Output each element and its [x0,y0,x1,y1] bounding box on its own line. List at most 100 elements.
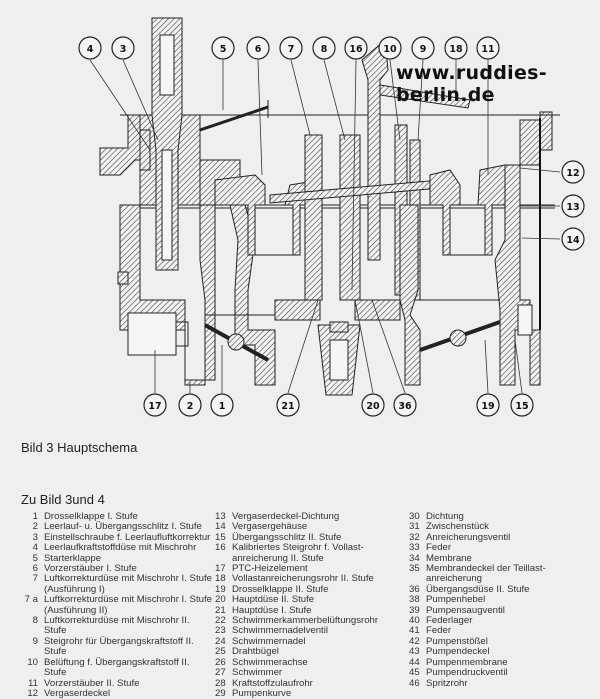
venturi-stage-1 [214,174,321,256]
legend-item-text: Drosselklappe II. Stufe [232,583,329,595]
legend-item-number: 40 [409,615,420,627]
legend-item-number: 2 [32,521,38,533]
callout-13: 13 [561,194,585,218]
legend-item: 43 Pumpendeckel [409,646,599,658]
svg-text:13: 13 [566,202,579,213]
callouts-right: 12 13 14 [561,160,585,251]
carburetor-body-right [399,118,541,386]
legend-item-text: Feder [426,625,452,637]
legend-item-text: Pumpenhebel [426,594,486,606]
callout-14: 14 [561,227,585,251]
legend-item-text: Membrane [426,552,472,564]
legend-item-text: Starterklappe [44,552,102,564]
callouts-bottom: 17 2 1 21 20 36 19 15 [143,393,534,417]
legend-item-number: 35 [409,563,420,575]
legend-item-number: 33 [409,542,420,554]
legend-item-text: Luftkorrekturdüse mit Mischrohr II. Stuf… [44,615,190,637]
legend-item: 22 Schwimmerkammerbelüftungsrohr [215,615,405,627]
legend-item-number: 5 [32,552,38,564]
legend-item-number: 22 [215,615,226,627]
throttle-valve-stage-1 [204,314,275,362]
legend-item-text: Zwischenstück [426,521,489,533]
callout-17: 17 [143,393,167,417]
legend-item-text: Dichtung [426,511,464,522]
legend-item-text: Federlager [426,615,473,627]
legend-item-number: 16 [215,542,226,554]
callout-8: 8 [312,36,336,60]
callout-7: 7 [279,36,303,60]
legend-item-number: 8 [32,615,38,627]
legend-item: 18 Vollastanreicherungsrohr II. Stufe [215,573,405,585]
callout-20: 20 [361,393,385,417]
center-jet-block [274,134,401,396]
legend-item-text: Hauptdüse II. Stufe [232,594,315,606]
legend-item-number: 13 [215,511,226,522]
legend-item-text: Kraftstoffzulaufrohr [232,677,313,689]
callout-6: 6 [246,36,270,60]
legend-title: Zu Bild 3und 4 [21,492,105,507]
legend-item-number: 1 [32,511,38,522]
svg-text:20: 20 [366,401,380,412]
svg-text:36: 36 [398,401,412,412]
svg-text:17: 17 [148,401,161,412]
legend-item-number: 7 a [24,594,38,606]
callout-3: 3 [111,36,135,60]
svg-text:21: 21 [281,401,294,412]
legend-item-number: 7 [32,573,38,585]
legend-item: 41 Feder [409,625,599,637]
callouts-top: 4 3 5 6 7 8 16 10 9 18 11 [78,36,500,60]
callout-9: 9 [411,36,435,60]
svg-text:1: 1 [219,401,226,412]
legend-item-text: Übergangsdüse II. Stufe [426,583,530,595]
ptc-heating-element [117,271,189,356]
legend-item-text: Leerlauf- u. Übergangsschlitz I. Stufe [44,521,202,533]
legend-item: 19 Drosselklappe II. Stufe [215,583,405,595]
legend-item-text: Pumpendeckel [426,646,490,658]
legend-item-text: Vergaserdeckel-Dichtung [232,511,340,522]
legend-item-number: 41 [409,625,420,637]
legend-item-number: 39 [409,604,420,616]
svg-text:16: 16 [349,44,363,55]
legend-item-text: PTC-Heizelement [232,563,308,575]
callout-1: 1 [210,393,234,417]
legend-item-number: 19 [215,583,226,595]
legend-item-number: 34 [409,552,420,564]
legend-item-number: 18 [215,573,226,585]
legend-item-text: Schwimmernadel [232,635,306,647]
svg-text:15: 15 [515,401,528,412]
svg-text:18: 18 [449,44,463,55]
legend-item-text: Schwimmernadelventil [232,625,328,637]
svg-text:2: 2 [187,401,194,412]
legend-item-text: Schwimmerachse [232,656,308,668]
callout-4: 4 [78,36,102,60]
legend-item-number: 28 [215,677,226,689]
legend-item-number: 43 [409,646,420,658]
legend-item-text: Schwimmerkammerbelüftungsrohr [232,615,379,627]
choke-valve [199,100,269,245]
svg-text:10: 10 [383,44,397,55]
legend-item-number: 36 [409,583,420,595]
legend-item: 8 Luftkorrekturdüse mit Mischrohr II. Stu… [22,615,212,637]
legend-item-text: Vollastanreicherungsrohr II. Stufe [232,573,374,585]
legend-item-number: 12 [27,687,38,699]
svg-text:5: 5 [220,44,227,55]
legend-item-text: Leerlaufkraftstoffdüse mit Mischrohr [44,542,197,554]
